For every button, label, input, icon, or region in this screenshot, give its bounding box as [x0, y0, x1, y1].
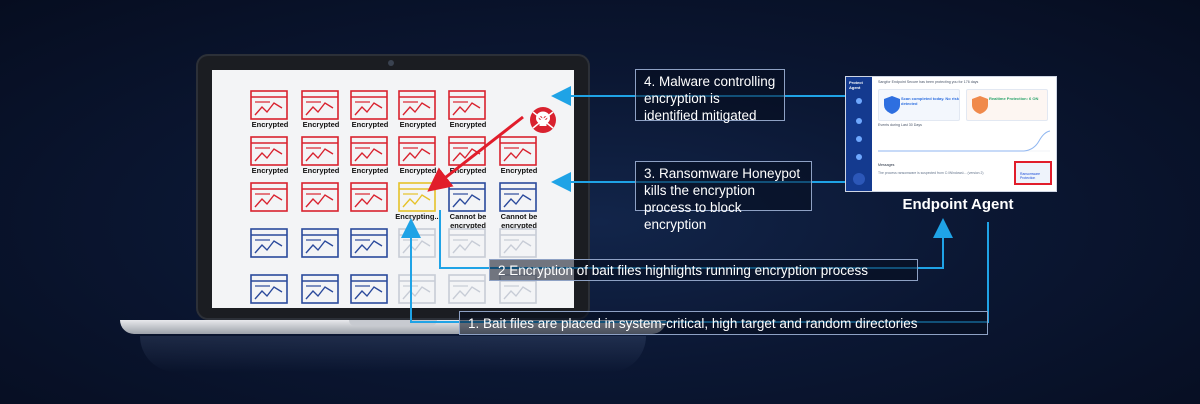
callout-step4: 4. Malware controlling encryption is ide… — [635, 69, 785, 123]
bait-file — [448, 228, 488, 258]
callout-step2: 2 Encryption of bait files highlights ru… — [489, 259, 918, 281]
bait-file: Encrypted — [301, 136, 341, 175]
agent-scan-text: Scan completed today. No risk detected — [901, 96, 959, 106]
honeypot-kill-arrow — [427, 115, 524, 192]
callout-step3: 3. Ransomware Honeypot kills the encrypt… — [635, 161, 812, 232]
document-icon — [499, 182, 537, 212]
bait-file-status: Encrypted — [449, 166, 487, 175]
agent-sidebar-icons — [853, 98, 865, 185]
document-icon — [250, 90, 288, 120]
agent-protect-text: Realtime Protection: 6 ON — [989, 96, 1039, 101]
bait-file: Encrypted — [448, 90, 488, 129]
bait-file — [350, 182, 390, 212]
bait-file: Encrypted — [398, 90, 438, 129]
bait-file — [301, 182, 341, 212]
document-icon — [448, 182, 486, 212]
bait-file-status: Encrypted — [449, 120, 487, 129]
agent-chart-label: Events during Last 30 Days — [878, 123, 922, 127]
document-icon — [250, 274, 288, 304]
protection-shield-icon — [972, 96, 988, 114]
agent-sidebar: Protect Agent — [846, 77, 872, 191]
document-icon — [301, 136, 339, 166]
document-icon — [499, 136, 537, 166]
bait-file-status: Encrypted — [302, 120, 340, 129]
bait-file-status: Encrypted — [251, 166, 289, 175]
bait-file: Encrypted — [350, 90, 390, 129]
bait-file: Encrypted — [350, 136, 390, 175]
bait-file: Cannot be encrypted — [448, 182, 488, 230]
bait-file — [350, 274, 390, 304]
document-icon — [301, 274, 339, 304]
bait-file-status: Cannot be encrypted — [449, 212, 487, 230]
bait-file: Encrypted — [499, 136, 539, 175]
document-icon — [350, 90, 388, 120]
document-icon — [301, 228, 339, 258]
agent-scan-card: Scan completed today. No risk detected — [878, 89, 960, 121]
bait-file: Encrypted — [448, 136, 488, 175]
bait-file-status: Encrypted — [302, 166, 340, 175]
endpoint-agent-caption: Endpoint Agent — [902, 196, 1014, 213]
bait-file — [350, 228, 390, 258]
document-icon — [350, 274, 388, 304]
document-icon — [448, 228, 486, 258]
bait-file-status: Cannot be encrypted — [500, 212, 538, 230]
document-icon — [499, 228, 537, 258]
bait-file: Cannot be encrypted — [499, 182, 539, 230]
laptop-notch — [349, 320, 437, 326]
bait-file: Encrypted — [301, 90, 341, 129]
bait-file — [448, 274, 488, 304]
document-icon — [250, 136, 288, 166]
bait-file-status: Encrypted — [251, 120, 289, 129]
bait-file — [301, 274, 341, 304]
agent-alert-text: The process ransomware is suspected from… — [878, 171, 984, 175]
document-icon — [398, 136, 436, 166]
document-icon — [350, 136, 388, 166]
laptop-camera — [388, 60, 394, 66]
shield-icon — [884, 96, 900, 114]
bait-file-status: Encrypting... — [395, 212, 441, 221]
agent-ransomware-highlight: Ransomware Protection — [1014, 161, 1052, 185]
document-icon — [398, 90, 436, 120]
bait-file: Encrypted — [250, 90, 290, 129]
bait-file: Encrypted — [398, 136, 438, 175]
bait-file: Encrypted — [250, 136, 290, 175]
agent-banner: Sangfor Endpoint Secure has been protect… — [878, 80, 979, 84]
document-icon — [250, 182, 288, 212]
bait-file-status: Encrypted — [399, 166, 437, 175]
laptop-reflection — [140, 336, 646, 372]
document-icon — [250, 228, 288, 258]
bait-file-status: Encrypted — [500, 166, 538, 175]
bait-file-status: Encrypted — [399, 120, 437, 129]
document-icon — [301, 90, 339, 120]
bait-file — [250, 274, 290, 304]
honeypot-skull-icon — [530, 107, 556, 133]
document-icon — [301, 182, 339, 212]
bait-file — [301, 228, 341, 258]
callout-step1: 1. Bait files are placed in system-criti… — [459, 311, 988, 335]
bait-file-status: Encrypted — [351, 166, 389, 175]
endpoint-agent-window: Protect Agent Sangfor Endpoint Secure ha… — [845, 76, 1057, 192]
agent-alert-title: Messages — [878, 163, 895, 167]
bait-file — [250, 228, 290, 258]
agent-window-title: Protect Agent — [849, 80, 863, 90]
document-icon — [448, 274, 486, 304]
document-icon — [448, 90, 486, 120]
bait-file — [250, 182, 290, 212]
agent-events-chart — [878, 130, 1051, 152]
agent-protect-card: Realtime Protection: 6 ON — [966, 89, 1048, 121]
agent-highlight-text: Ransomware Protection — [1020, 172, 1040, 180]
document-icon — [350, 228, 388, 258]
bait-file-status: Encrypted — [351, 120, 389, 129]
document-icon — [350, 182, 388, 212]
bait-file — [499, 228, 539, 258]
document-icon — [448, 136, 486, 166]
